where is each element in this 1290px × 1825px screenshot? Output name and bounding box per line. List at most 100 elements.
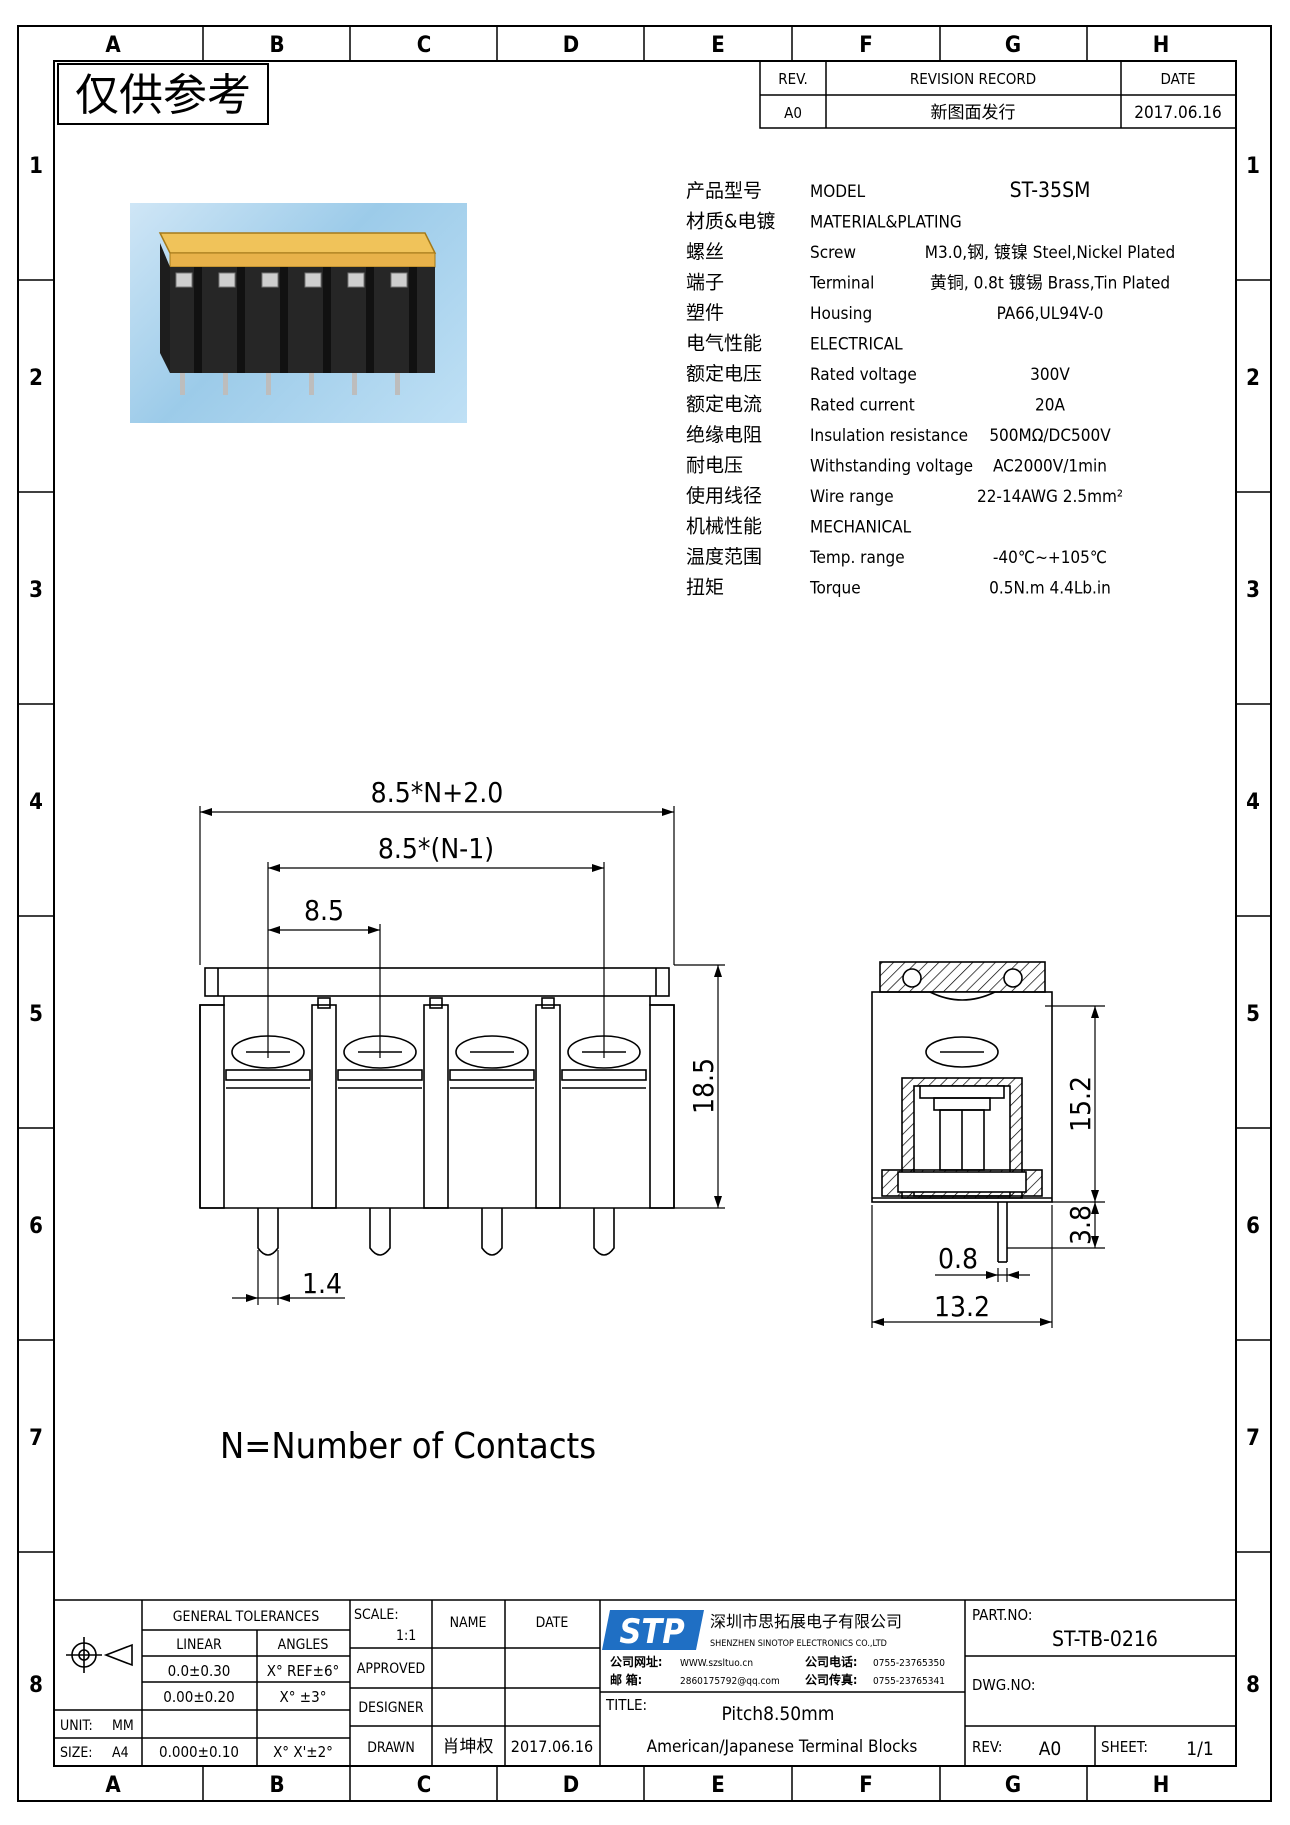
spec-label-en: Rated current xyxy=(810,396,915,416)
row-label-right: 4 xyxy=(1246,790,1260,815)
col-label-top: C xyxy=(417,33,432,58)
title-line-1: Pitch8.50mm xyxy=(722,1703,835,1725)
spec-value: -40℃~+105℃ xyxy=(993,548,1107,568)
spec-label-en: MECHANICAL xyxy=(810,518,912,538)
spec-label-cn: 端子 xyxy=(686,272,724,294)
spec-value: 0.5N.m 4.4Lb.in xyxy=(989,579,1111,599)
phone-value: 0755-23765350 xyxy=(873,1658,945,1669)
date-header: DATE xyxy=(1161,70,1196,88)
projection-symbol xyxy=(66,1637,133,1673)
spec-label-cn: 机械性能 xyxy=(686,516,762,538)
spec-label-en: Withstanding voltage xyxy=(810,457,973,477)
tol-linear-3: 0.000±0.10 xyxy=(159,1743,239,1761)
row-label-left: 8 xyxy=(29,1673,43,1698)
spec-value: AC2000V/1min xyxy=(993,457,1107,477)
date-header: DATE xyxy=(536,1615,569,1631)
email-value: 2860175792@qq.com xyxy=(680,1676,780,1687)
sheet-value: 1/1 xyxy=(1186,1738,1214,1760)
col-label-bottom: G xyxy=(1005,1773,1021,1798)
dim-pitch: 8.5 xyxy=(304,894,344,927)
company-logo: STP xyxy=(602,1610,704,1652)
svg-text:STP: STP xyxy=(619,1612,685,1652)
rev-value: A0 xyxy=(784,104,802,122)
tol-linear-2: 0.00±0.20 xyxy=(163,1688,234,1706)
col-label-bottom: D xyxy=(563,1773,579,1798)
sheet-label: SHEET: xyxy=(1101,1738,1148,1756)
spec-label-cn: 电气性能 xyxy=(686,333,762,355)
unit-label: UNIT: xyxy=(60,1718,93,1734)
website-label: 公司网址: xyxy=(610,1654,662,1669)
spec-label-en: MATERIAL&PLATING xyxy=(810,213,962,233)
approved-label: APPROVED xyxy=(357,1661,426,1677)
scale-label: SCALE: xyxy=(354,1607,399,1623)
row-label-right: 1 xyxy=(1246,154,1260,179)
spec-label-cn: 产品型号 xyxy=(686,180,762,202)
linear-label: LINEAR xyxy=(176,1637,222,1653)
row-label-right: 7 xyxy=(1246,1426,1260,1451)
row-label-left: 7 xyxy=(29,1426,43,1451)
angles-label: ANGLES xyxy=(278,1637,329,1653)
spec-value: 300V xyxy=(1030,365,1070,385)
website-value: WWW.szsltuo.cn xyxy=(680,1658,753,1669)
rev-label: REV: xyxy=(972,1738,1002,1756)
company-name-en: SHENZHEN SINOTOP ELECTRONICS CO.,LTD xyxy=(710,1639,887,1649)
size-value: A4 xyxy=(112,1745,129,1761)
row-label-right: 5 xyxy=(1246,1002,1260,1027)
row-label-left: 5 xyxy=(29,1002,43,1027)
col-label-bottom: H xyxy=(1153,1773,1170,1798)
tol-angle-1: X° REF±6° xyxy=(267,1662,340,1680)
dim-side-height: 15.2 xyxy=(1064,1076,1097,1132)
front-view xyxy=(199,967,675,1256)
scale-value: 1:1 xyxy=(396,1628,416,1644)
spec-label-cn: 螺丝 xyxy=(686,241,724,263)
rev-header: REV. xyxy=(778,70,807,88)
row-label-right: 3 xyxy=(1246,578,1260,603)
general-tolerances-label: GENERAL TOLERANCES xyxy=(173,1609,319,1625)
dim-side-width: 13.2 xyxy=(934,1290,990,1323)
part-no-value: ST-TB-0216 xyxy=(1052,1627,1158,1651)
designer-label: DESIGNER xyxy=(358,1700,424,1716)
spec-label-cn: 额定电流 xyxy=(686,394,762,416)
col-label-top: G xyxy=(1005,33,1021,58)
spec-label-en: ELECTRICAL xyxy=(810,335,903,355)
spec-label-en: Screw xyxy=(810,243,856,263)
spec-value: 22-14AWG 2.5mm² xyxy=(977,487,1123,507)
rev-value: A0 xyxy=(1039,1738,1062,1760)
spec-label-en: Housing xyxy=(810,304,872,324)
title-label: TITLE: xyxy=(605,1696,647,1714)
unit-value: MM xyxy=(112,1718,134,1734)
spec-label-cn: 材质&电镀 xyxy=(686,211,775,233)
col-label-top: H xyxy=(1153,33,1170,58)
col-label-bottom: C xyxy=(417,1773,432,1798)
col-label-bottom: A xyxy=(105,1773,121,1798)
dim-pin-width: 1.4 xyxy=(302,1267,342,1300)
revision-record-value: 新图面发行 xyxy=(931,103,1016,123)
spec-label-en: Insulation resistance xyxy=(810,426,968,446)
contacts-note: N=Number of Contacts xyxy=(220,1426,596,1467)
col-label-top: D xyxy=(563,33,579,58)
revision-date-value: 2017.06.16 xyxy=(1134,103,1222,123)
name-header: NAME xyxy=(450,1615,487,1631)
spec-label-en: MODEL xyxy=(810,182,866,202)
row-label-left: 4 xyxy=(29,790,43,815)
col-label-top: B xyxy=(269,33,284,58)
spec-label-cn: 使用线径 xyxy=(686,485,762,507)
spec-value: M3.0,钢, 镀镍 Steel,Nickel Plated xyxy=(925,243,1175,263)
product-photo xyxy=(130,203,467,423)
spec-label-cn: 温度范围 xyxy=(686,546,762,568)
spec-value: 20A xyxy=(1035,396,1065,416)
spec-label-en: Torque xyxy=(809,579,861,599)
col-label-top: F xyxy=(859,33,873,58)
phone-label: 公司电话: xyxy=(805,1654,857,1669)
fax-label: 公司传真: xyxy=(805,1672,857,1687)
dim-overall-width: 8.5*N+2.0 xyxy=(371,776,504,809)
company-name-cn: 深圳市思拓展电子有限公司 xyxy=(710,1612,902,1631)
col-label-top: A xyxy=(105,33,121,58)
spec-value: PA66,UL94V-0 xyxy=(997,304,1104,324)
dim-terminal-thickness: 0.8 xyxy=(938,1242,978,1275)
fax-value: 0755-23765341 xyxy=(873,1676,945,1687)
spec-label-cn: 额定电压 xyxy=(686,363,762,385)
spec-label-cn: 塑件 xyxy=(686,302,724,324)
col-label-bottom: B xyxy=(269,1773,284,1798)
